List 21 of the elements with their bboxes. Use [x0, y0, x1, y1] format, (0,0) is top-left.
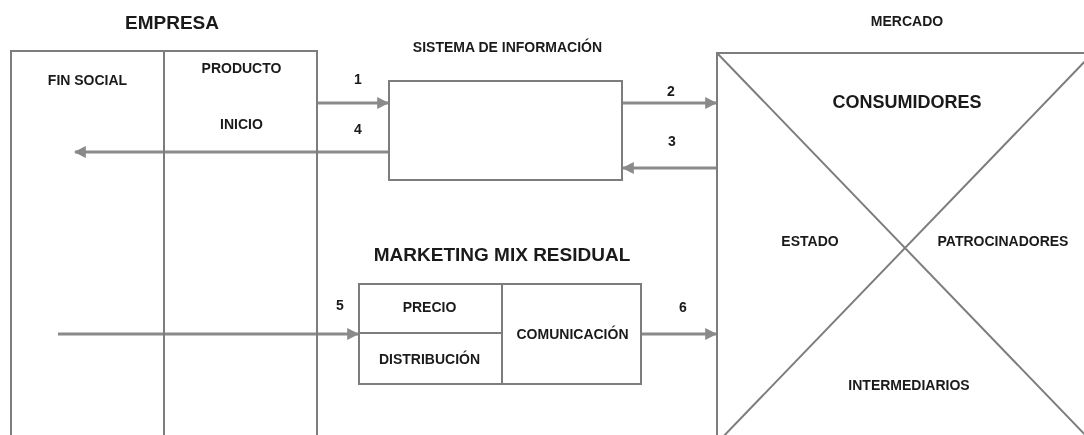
- arrow: [623, 97, 718, 109]
- box-label: EMPRESA: [124, 12, 220, 35]
- box-label: PRODUCTO: [200, 60, 283, 77]
- arrow: [318, 97, 390, 109]
- box-label: CONSUMIDORES: [831, 92, 983, 114]
- arrow: [621, 162, 716, 174]
- box-label: ESTADO: [780, 233, 840, 250]
- box-label: PRECIO: [402, 299, 457, 316]
- box-label: INICIO: [219, 116, 264, 133]
- arrow: [73, 146, 388, 158]
- box-label: COMUNICACIÓN: [516, 325, 629, 343]
- box-label: INTERMEDIARIOS: [847, 377, 971, 394]
- arrow: [642, 328, 718, 340]
- box-label: DISTRIBUCIÓN: [378, 351, 481, 368]
- box-label: MERCADO: [869, 13, 945, 30]
- box-label: PATROCINADORES: [936, 233, 1070, 250]
- arrow: [58, 328, 360, 340]
- table-cell: [358, 283, 503, 334]
- box-label: SISTEMA DE INFORMACIÓN: [411, 39, 604, 56]
- box-label: FIN SOCIAL: [46, 72, 129, 89]
- box-label: MARKETING MIX RESIDUAL: [372, 244, 632, 267]
